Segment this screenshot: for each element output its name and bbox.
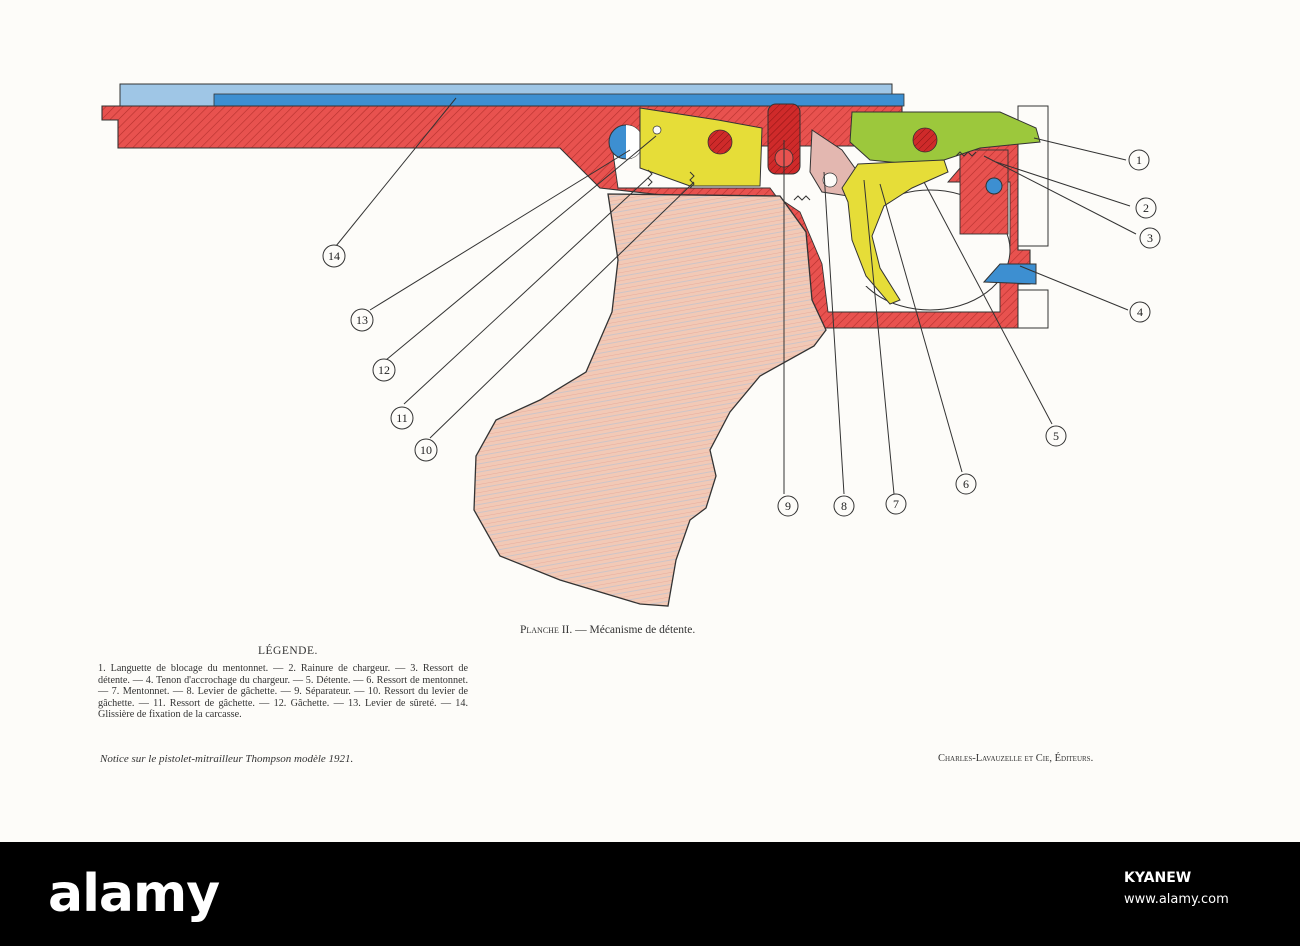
callout-6: 6 [955,473,977,495]
plate-caption-prefix: Planche II. [520,624,573,636]
footer-publisher: Charles-Lavauzelle et Cie, Éditeurs. [938,753,1094,764]
svg-text:2: 2 [1143,201,1149,215]
callout-2: 2 [1135,197,1157,219]
callout-13: 13 [350,308,374,332]
svg-text:4: 4 [1137,305,1143,319]
stock-image-id: KYANEW [1124,870,1192,886]
callout-8: 8 [833,495,855,517]
svg-text:9: 9 [785,499,791,513]
callout-14: 14 [322,244,346,268]
svg-text:12: 12 [378,363,390,377]
callout-7: 7 [885,493,907,515]
plate-caption-text: — Mécanisme de détente. [575,624,696,636]
callouts: 1 2 3 4 5 6 7 8 9 10 11 12 13 14 [322,149,1161,517]
safety-lever [608,124,644,160]
plate-caption: Planche II. — Mécanisme de détente. [520,624,695,636]
leader-lines [335,97,1137,495]
svg-text:6: 6 [963,477,969,491]
legend-title: LÉGENDE. [258,645,318,657]
trigger [841,159,949,305]
stock-logo: alamy [48,864,220,924]
svg-text:7: 7 [893,497,899,511]
svg-text:5: 5 [1053,429,1059,443]
callout-4: 4 [1129,301,1151,323]
trigger-mechanism-diagram: 1 2 3 4 5 6 7 8 9 10 11 12 13 14 [101,83,1161,607]
svg-text:14: 14 [328,249,340,263]
svg-text:1: 1 [1136,153,1142,167]
callout-11: 11 [390,406,414,430]
footer-title: Notice sur le pistolet-mitrailleur Thomp… [100,753,354,765]
callout-3: 3 [1139,227,1161,249]
svg-text:13: 13 [356,313,368,327]
svg-text:8: 8 [841,499,847,513]
stock-banner: alamy KYANEW www.alamy.com [0,842,1300,946]
trigger-spring [955,151,1003,195]
stock-url: www.alamy.com [1124,892,1229,907]
sear [639,107,763,187]
magazine-catch [982,263,1037,285]
svg-text:10: 10 [420,443,432,457]
callout-9: 9 [777,495,799,517]
legend-text: 1. Languette de blocage du mentonnet. — … [98,663,468,721]
pistol-grip [473,193,827,607]
callout-12: 12 [372,358,396,382]
callout-10: 10 [414,438,438,462]
svg-text:11: 11 [396,411,408,425]
callout-5: 5 [1045,425,1067,447]
callout-1: 1 [1128,149,1150,171]
frame-rail [119,83,905,107]
svg-text:3: 3 [1147,231,1153,245]
